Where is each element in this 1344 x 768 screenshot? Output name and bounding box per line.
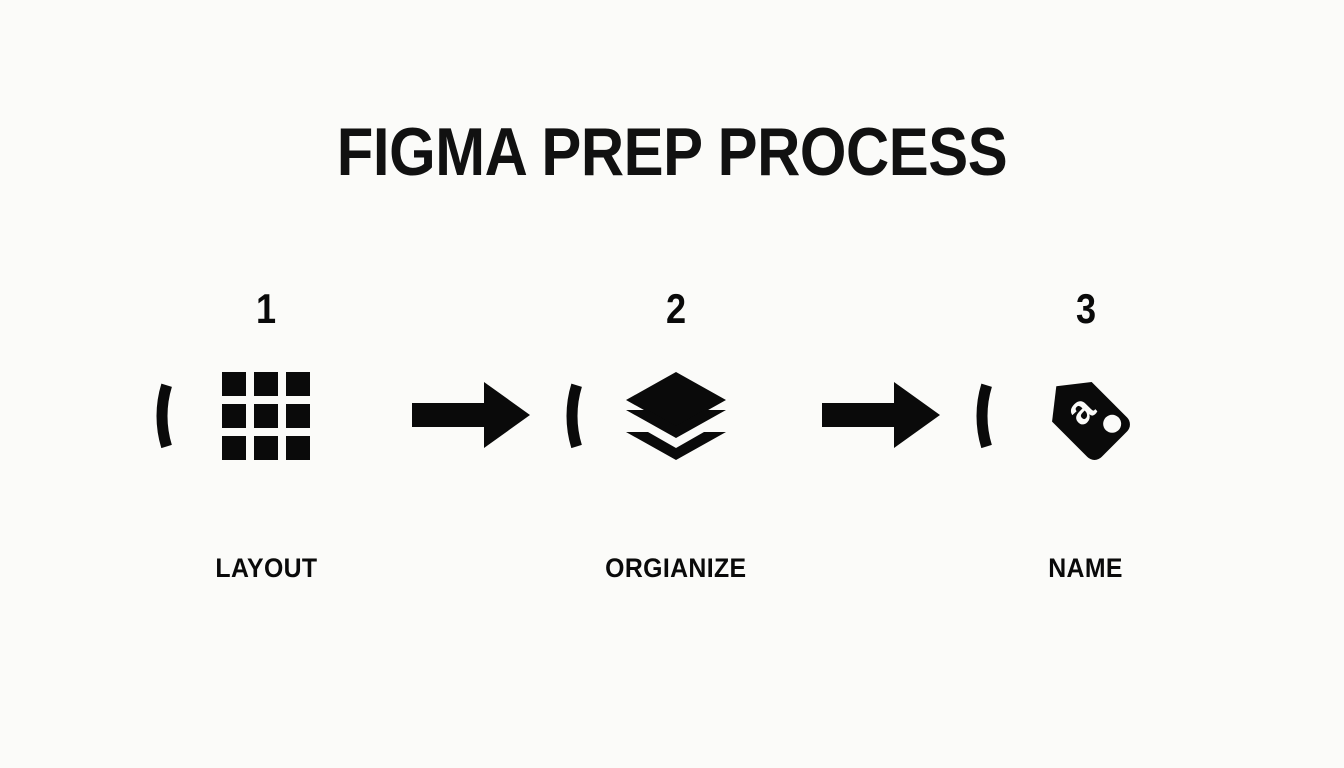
page-title: FIGMA PREP PROCESS — [336, 114, 1008, 190]
step-1-label: LAYOUT — [214, 553, 318, 583]
step-3-number: 3 — [1075, 285, 1097, 332]
step-2-label: ORGIANIZE — [605, 553, 747, 583]
process-step-2[interactable]: 2 ORGIANIZE — [560, 288, 792, 583]
step-1-number: 1 — [255, 285, 277, 332]
step-3-label: NAME — [1048, 553, 1124, 583]
connector-arrow-2 — [815, 292, 947, 537]
process-steps-row: 1 LAYOUT — [150, 288, 1202, 602]
tag-icon: a — [1052, 382, 1130, 460]
grid-icon — [222, 372, 310, 460]
process-step-1[interactable]: 1 LAYOUT — [150, 288, 382, 583]
arrow-right-icon — [822, 381, 940, 448]
step-3-circle: 3 a — [970, 288, 1202, 537]
arrow-right-icon — [412, 381, 530, 448]
step-1-circle: 1 — [150, 288, 382, 537]
layers-icon — [626, 372, 726, 460]
step-2-number: 2 — [665, 285, 687, 332]
connector-arrow-1 — [405, 292, 537, 537]
step-1-icon-holder — [156, 306, 376, 526]
process-step-3[interactable]: 3 a NAME — [970, 288, 1202, 583]
step-2-icon-holder — [566, 306, 786, 526]
step-2-circle: 2 — [560, 288, 792, 537]
step-3-icon-holder: a — [976, 306, 1196, 526]
